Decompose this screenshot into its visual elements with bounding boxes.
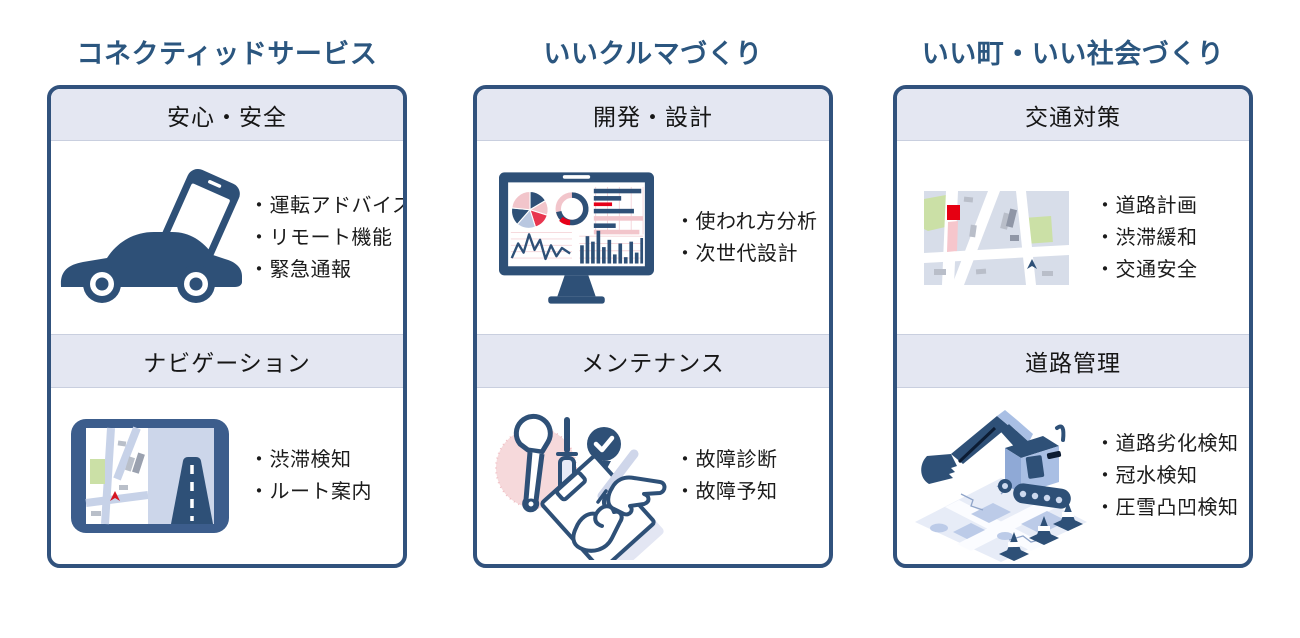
column-title: いい町・いい社会づくり	[921, 39, 1225, 69]
section-safety-content: ・運転アドバイス ・リモート機能 ・緊急通報	[51, 141, 403, 334]
section-development-content: ・使われ方分析 ・次世代設計	[477, 141, 829, 334]
maintenance-checklist-icon	[477, 392, 675, 560]
safety-bullet-list: ・運転アドバイス ・リモート機能 ・緊急通報	[249, 190, 407, 286]
development-bullet-list: ・使われ方分析 ・次世代設計	[675, 206, 829, 270]
section-header-traffic: 交通対策	[897, 89, 1249, 141]
navigation-bullet-list: ・渋滞検知 ・ルート案内	[249, 444, 403, 508]
car-making-box: 開発・設計	[473, 85, 833, 568]
analytics-monitor-icon	[477, 171, 675, 304]
column-town-society: いい町・いい社会づくり 交通対策	[893, 36, 1253, 568]
bullet-item: ・故障診断	[675, 449, 778, 471]
car-smartphone-icon	[51, 168, 249, 308]
column-title: いいクルマづくり	[543, 39, 763, 69]
column-connected-services: コネクティッドサービス 安心・安全	[47, 36, 407, 568]
connected-services-box: 安心・安全	[47, 85, 407, 568]
bullet-item: ・交通安全	[1095, 258, 1198, 281]
traffic-bullet-list: ・道路計画 ・渋滞緩和 ・交通安全	[1095, 190, 1249, 286]
bullet-item: ・ルート案内	[249, 481, 372, 503]
section-header-navigation: ナビゲーション	[51, 334, 403, 388]
bullet-item: ・次世代設計	[675, 242, 798, 265]
bullet-item: ・使われ方分析	[675, 210, 818, 233]
section-maintenance-content: ・故障診断 ・故障予知	[477, 388, 829, 564]
section-road-management-content: ・道路劣化検知 ・冠水検知 ・圧雪凸凹検知	[897, 388, 1249, 564]
section-traffic-content: ・道路計画 ・渋滞緩和 ・交通安全	[897, 141, 1249, 334]
maintenance-bullet-list: ・故障診断 ・故障予知	[675, 444, 829, 508]
bullet-item: ・圧雪凸凹検知	[1095, 497, 1239, 519]
city-map-icon	[897, 190, 1095, 285]
navigation-device-icon	[51, 419, 249, 533]
section-header-safety: 安心・安全	[51, 89, 403, 141]
road-management-bullet-list: ・道路劣化検知 ・冠水検知 ・圧雪凸凹検知	[1095, 428, 1249, 524]
bullet-item: ・運転アドバイス	[249, 194, 407, 217]
bullet-item: ・冠水検知	[1095, 465, 1198, 487]
excavator-roadwork-icon	[897, 390, 1095, 562]
bullet-item: ・道路計画	[1095, 194, 1198, 217]
bullet-item: ・故障予知	[675, 481, 778, 503]
bullet-item: ・渋滞緩和	[1095, 226, 1198, 249]
bullet-item: ・道路劣化検知	[1095, 433, 1239, 455]
town-society-box: 交通対策	[893, 85, 1253, 568]
section-navigation-content: ・渋滞検知 ・ルート案内	[51, 388, 403, 564]
column-car-making: いいクルマづくり 開発・設計	[473, 36, 833, 568]
bullet-item: ・緊急通報	[249, 258, 352, 281]
section-header-road-management: 道路管理	[897, 334, 1249, 388]
column-title: コネクティッドサービス	[76, 39, 378, 69]
bullet-item: ・リモート機能	[249, 226, 393, 249]
section-header-maintenance: メンテナンス	[477, 334, 829, 388]
section-header-development: 開発・設計	[477, 89, 829, 141]
bullet-item: ・渋滞検知	[249, 449, 352, 471]
